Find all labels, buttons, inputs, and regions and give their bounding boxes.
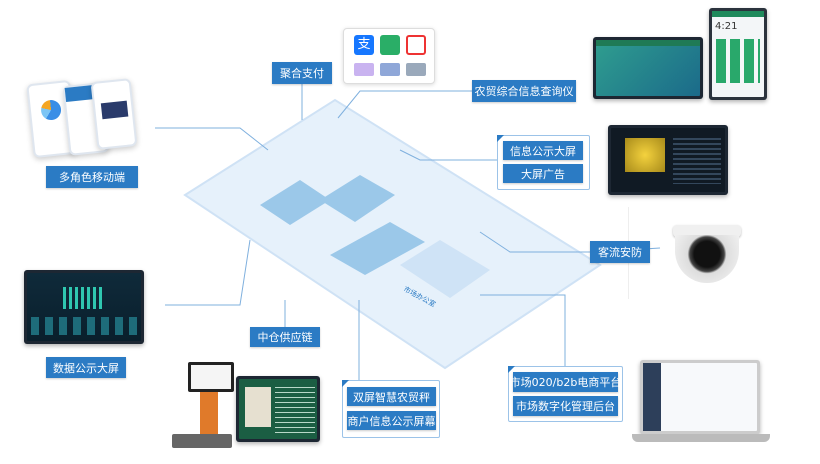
ecommerce-label: 市场020/b2b电商平台 bbox=[510, 372, 621, 392]
bank-card-icon bbox=[380, 63, 400, 76]
mobile-app-screen bbox=[90, 78, 138, 150]
big-ad-screen bbox=[608, 125, 728, 195]
merchant-screen-label: 商户信息公示屏幕 bbox=[347, 411, 436, 430]
ad-screen-label: 大屏广告 bbox=[503, 164, 583, 183]
card-icon bbox=[406, 63, 426, 76]
clock-text: 4:21 bbox=[715, 21, 738, 32]
wechat-pay-icon bbox=[380, 35, 400, 55]
mobile-label: 多角色移动端 bbox=[46, 166, 138, 188]
vip-card-icon bbox=[354, 63, 374, 76]
data-dashboard-screen bbox=[24, 270, 144, 344]
scale-group bbox=[342, 380, 440, 438]
info-tablet-screen bbox=[593, 37, 703, 99]
kiosk-vertical-screen: 4:21 bbox=[709, 8, 767, 100]
security-camera-icon bbox=[628, 207, 784, 299]
admin-laptop bbox=[640, 360, 760, 434]
scale-label: 双屏智慧农贸秤 bbox=[347, 387, 436, 406]
admin-label: 市场数字化管理后台 bbox=[513, 396, 618, 416]
laptop-base bbox=[632, 434, 770, 442]
kiosk-label: 农贸综合信息查询仪 bbox=[472, 80, 576, 102]
security-label: 客流安防 bbox=[590, 241, 650, 263]
screen-group bbox=[497, 135, 590, 190]
payment-label: 聚合支付 bbox=[272, 62, 332, 84]
alipay-icon: 支 bbox=[354, 35, 374, 55]
merchant-info-screen bbox=[236, 376, 320, 442]
smart-scale bbox=[168, 362, 238, 452]
info-screen-label: 信息公示大屏 bbox=[503, 141, 583, 160]
baidu-pay-icon bbox=[406, 35, 426, 55]
supply-chain-label: 中仓供应链 bbox=[250, 327, 320, 347]
platform-group bbox=[508, 366, 623, 422]
data-screen-label: 数据公示大屏 bbox=[46, 357, 126, 378]
payment-methods-card: 支 bbox=[343, 28, 435, 84]
